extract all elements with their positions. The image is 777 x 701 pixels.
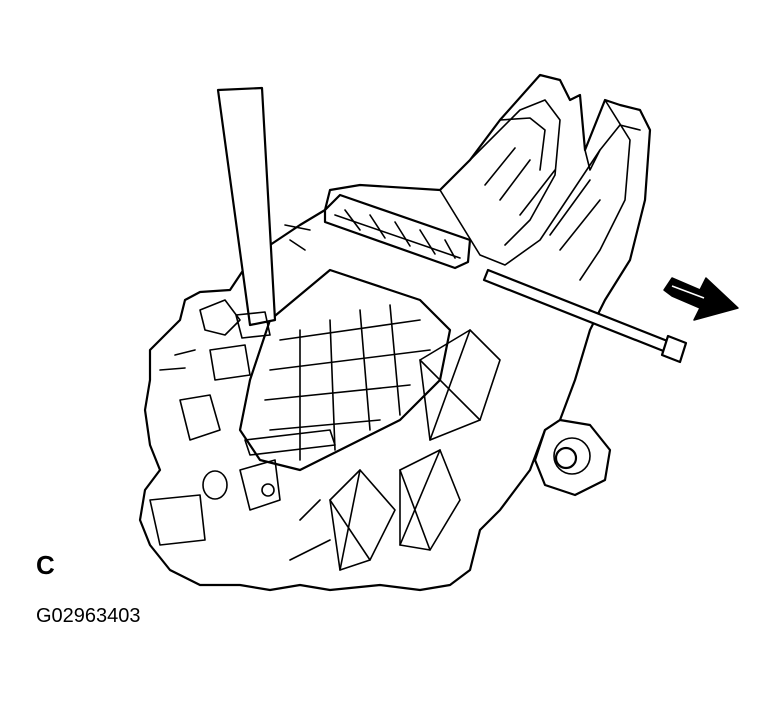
arrow-right-down-icon <box>663 277 739 321</box>
shift-lever-rod <box>216 86 277 339</box>
figure-code-label: G02963403 <box>36 605 141 627</box>
gate-grille <box>323 193 472 270</box>
mounting-boss <box>533 418 612 497</box>
housing-lower-ribs <box>289 329 501 571</box>
removal-pin <box>482 268 688 364</box>
housing-left-details <box>149 224 311 546</box>
view-letter-label: C <box>36 550 55 580</box>
shift-gate <box>238 268 452 472</box>
